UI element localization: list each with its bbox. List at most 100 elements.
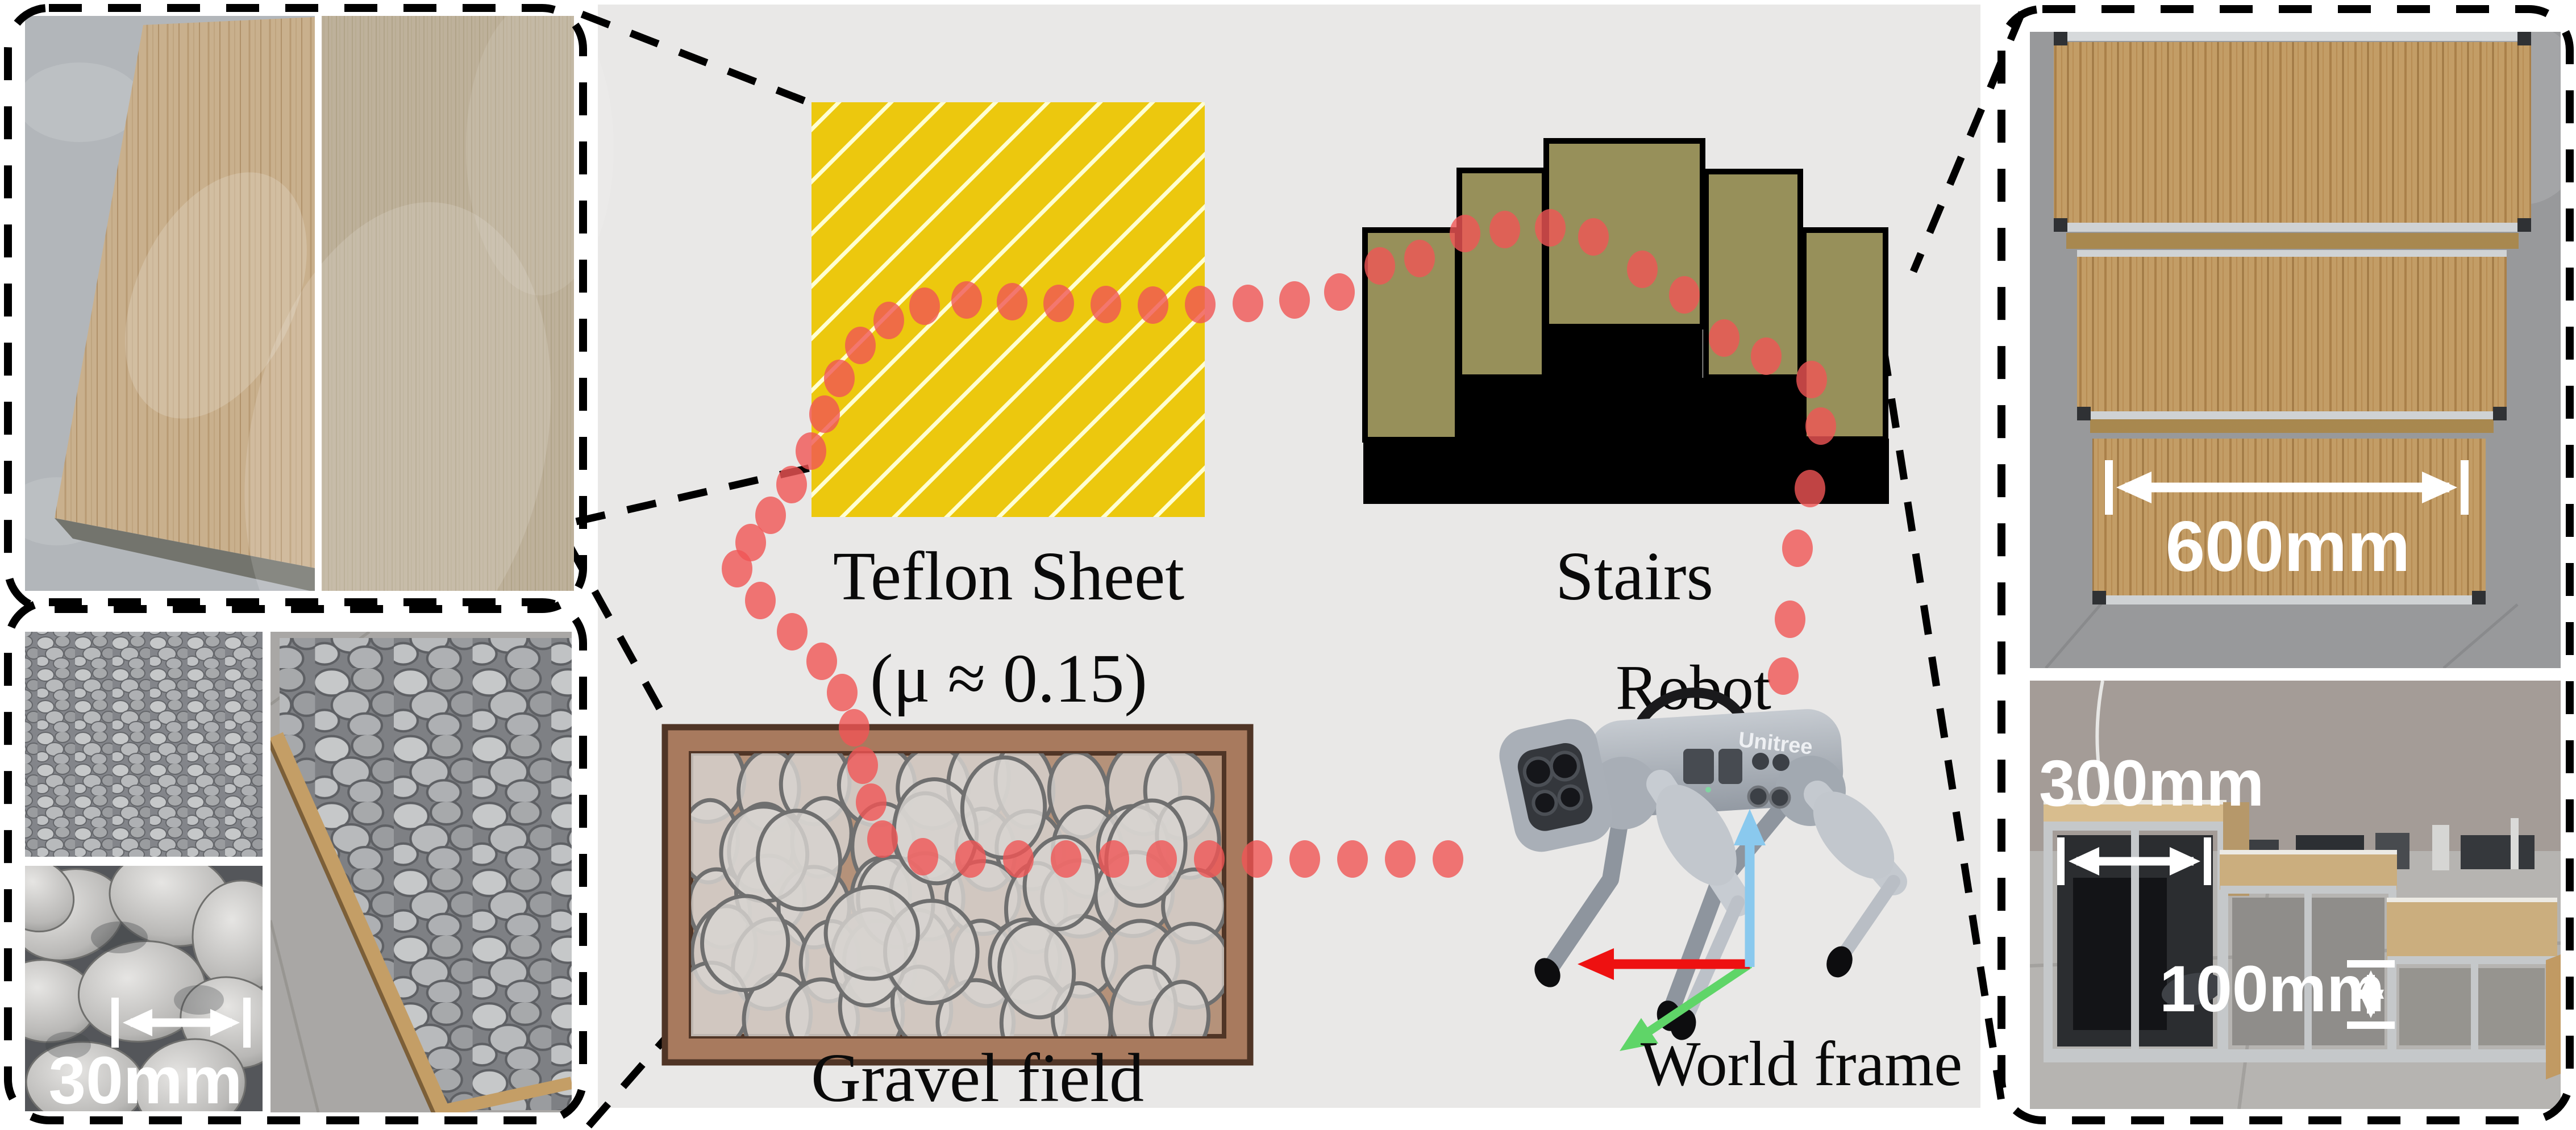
world-frame-axes (1578, 809, 1766, 1051)
y-axis-arrow (1630, 960, 1753, 1046)
connector-teflon-bottom (575, 463, 815, 526)
wood-plank-edge (270, 740, 436, 1112)
stone (25, 866, 75, 933)
stone-shadow (174, 985, 224, 1015)
connector-teflon-top (580, 10, 814, 108)
teflon-surface (322, 16, 574, 591)
robot-camera-4 (1557, 784, 1584, 811)
stair-width-label: 600mm (2166, 507, 2411, 586)
tile-seam (270, 920, 320, 1112)
board-edge (55, 518, 315, 591)
connector-lines (566, 10, 2025, 1129)
arrowhead-left (2069, 847, 2099, 875)
arrowhead-left (123, 1009, 152, 1036)
robot-port-1 (1683, 749, 1714, 784)
alu-edge (2077, 411, 2507, 419)
teflon-panel-border (4, 4, 587, 613)
corner-brackets (2054, 32, 2531, 604)
y-axis-arrowhead (1620, 1018, 1659, 1051)
stairs-topview-photo: 600mm (2030, 32, 2561, 668)
arrow-end-bar (111, 998, 119, 1048)
step-edge (2044, 800, 2227, 804)
teflon-board (55, 17, 315, 568)
robot-thigh-fairing-rear (1813, 791, 1895, 879)
teflon-sheet-label: Teflon Sheet (833, 538, 1184, 615)
stone-size-label: 30mm (48, 1043, 242, 1118)
stair-depth-label: 300mm (2039, 747, 2264, 820)
robot-foot-near-rear (1826, 946, 1853, 978)
teflon-friction-label: (μ ≈ 0.15) (870, 640, 1147, 717)
robot-connector-2 (1772, 754, 1790, 771)
alu-base-rail (2044, 1051, 2558, 1062)
robot-illustration: Robot Unitree (1499, 653, 1962, 1099)
floor-plank (2546, 954, 2561, 1079)
arrow-end-bar (2057, 837, 2065, 885)
step-edge (2387, 898, 2557, 902)
stairs-panel-border (1997, 5, 2574, 1124)
wood-plank-left (270, 732, 450, 1112)
gravel-stones (691, 753, 1224, 1036)
arrow-end-bar (2347, 960, 2395, 968)
alu-edge (2054, 32, 2531, 41)
board-sheen (125, 172, 307, 419)
arrowhead-right (2422, 472, 2457, 503)
step-edge (2220, 850, 2397, 854)
gravel-field-illustration: Gravel field (661, 724, 1254, 1116)
connector-gravel-bottom (586, 1032, 671, 1129)
step-face-3 (2066, 233, 2519, 249)
step-top-3 (2054, 42, 2531, 223)
connector-stairs-top (1910, 11, 2025, 273)
surface-sheen (466, 0, 614, 295)
robot-led (1705, 787, 1711, 793)
gravel-field-label: Gravel field (811, 1040, 1144, 1116)
arrowhead-right (2170, 847, 2200, 875)
robot-head (1499, 719, 1613, 852)
step2-wood-top (2220, 854, 2397, 890)
arrowhead-left (2116, 472, 2151, 503)
trajectory-dots (722, 209, 1836, 878)
stone (134, 1038, 247, 1111)
stair-depth-arrow (2057, 837, 2211, 885)
teflon-board-photo (25, 16, 315, 591)
arrow-end-bar (2461, 460, 2469, 515)
gravel-pile (280, 638, 572, 1110)
stair-panel-2 (1456, 168, 1547, 380)
robot-camera-3 (1532, 790, 1558, 816)
stones-closeup-photo (25, 866, 263, 1111)
alu-edge (2054, 223, 2531, 232)
stairs-label: Stairs (1555, 538, 1713, 615)
teflon-closeup-photo (244, 0, 614, 685)
teflon-photos-panel (4, 0, 614, 685)
alu-post (2471, 960, 2478, 1053)
step-face-2 (2090, 419, 2494, 433)
surface-sheen (244, 202, 551, 685)
stair-height-arrow (2347, 960, 2395, 1029)
arrowhead-right (210, 1009, 240, 1036)
tile-seam (2442, 603, 2519, 668)
alu-edge (2077, 250, 2507, 257)
step-top-1 (2092, 439, 2486, 595)
connector-gravel-top (566, 543, 674, 731)
stone-shadow (45, 1032, 91, 1059)
robot-connector-4 (1768, 786, 1791, 809)
robot-foot-far-front (1534, 958, 1560, 987)
alu-post (2304, 890, 2312, 1053)
gravel-photos-panel: 30mm (4, 598, 587, 1124)
arrow-end-bar (243, 998, 251, 1048)
step-top-2 (2077, 257, 2507, 411)
alu-post (2131, 826, 2139, 1053)
z-axis-arrowhead (1734, 809, 1766, 845)
x-axis-arrowhead (1578, 948, 1614, 980)
robot-shank-near-rear (1834, 875, 1900, 965)
arrow-end-bar (2204, 837, 2211, 885)
gravel-box-photo (270, 632, 572, 1112)
robot-thigh-fairing-front (1656, 785, 1737, 886)
gravel-panel-border (4, 598, 587, 1124)
arrow-end-bar (2347, 1021, 2395, 1029)
world-frame-label: World frame (1641, 1029, 1962, 1099)
stairs-sideview-photo: 300mm 100mm (2030, 681, 2561, 1109)
stairs-black-tier3 (1546, 327, 1703, 383)
pc-case (2073, 878, 2167, 1030)
